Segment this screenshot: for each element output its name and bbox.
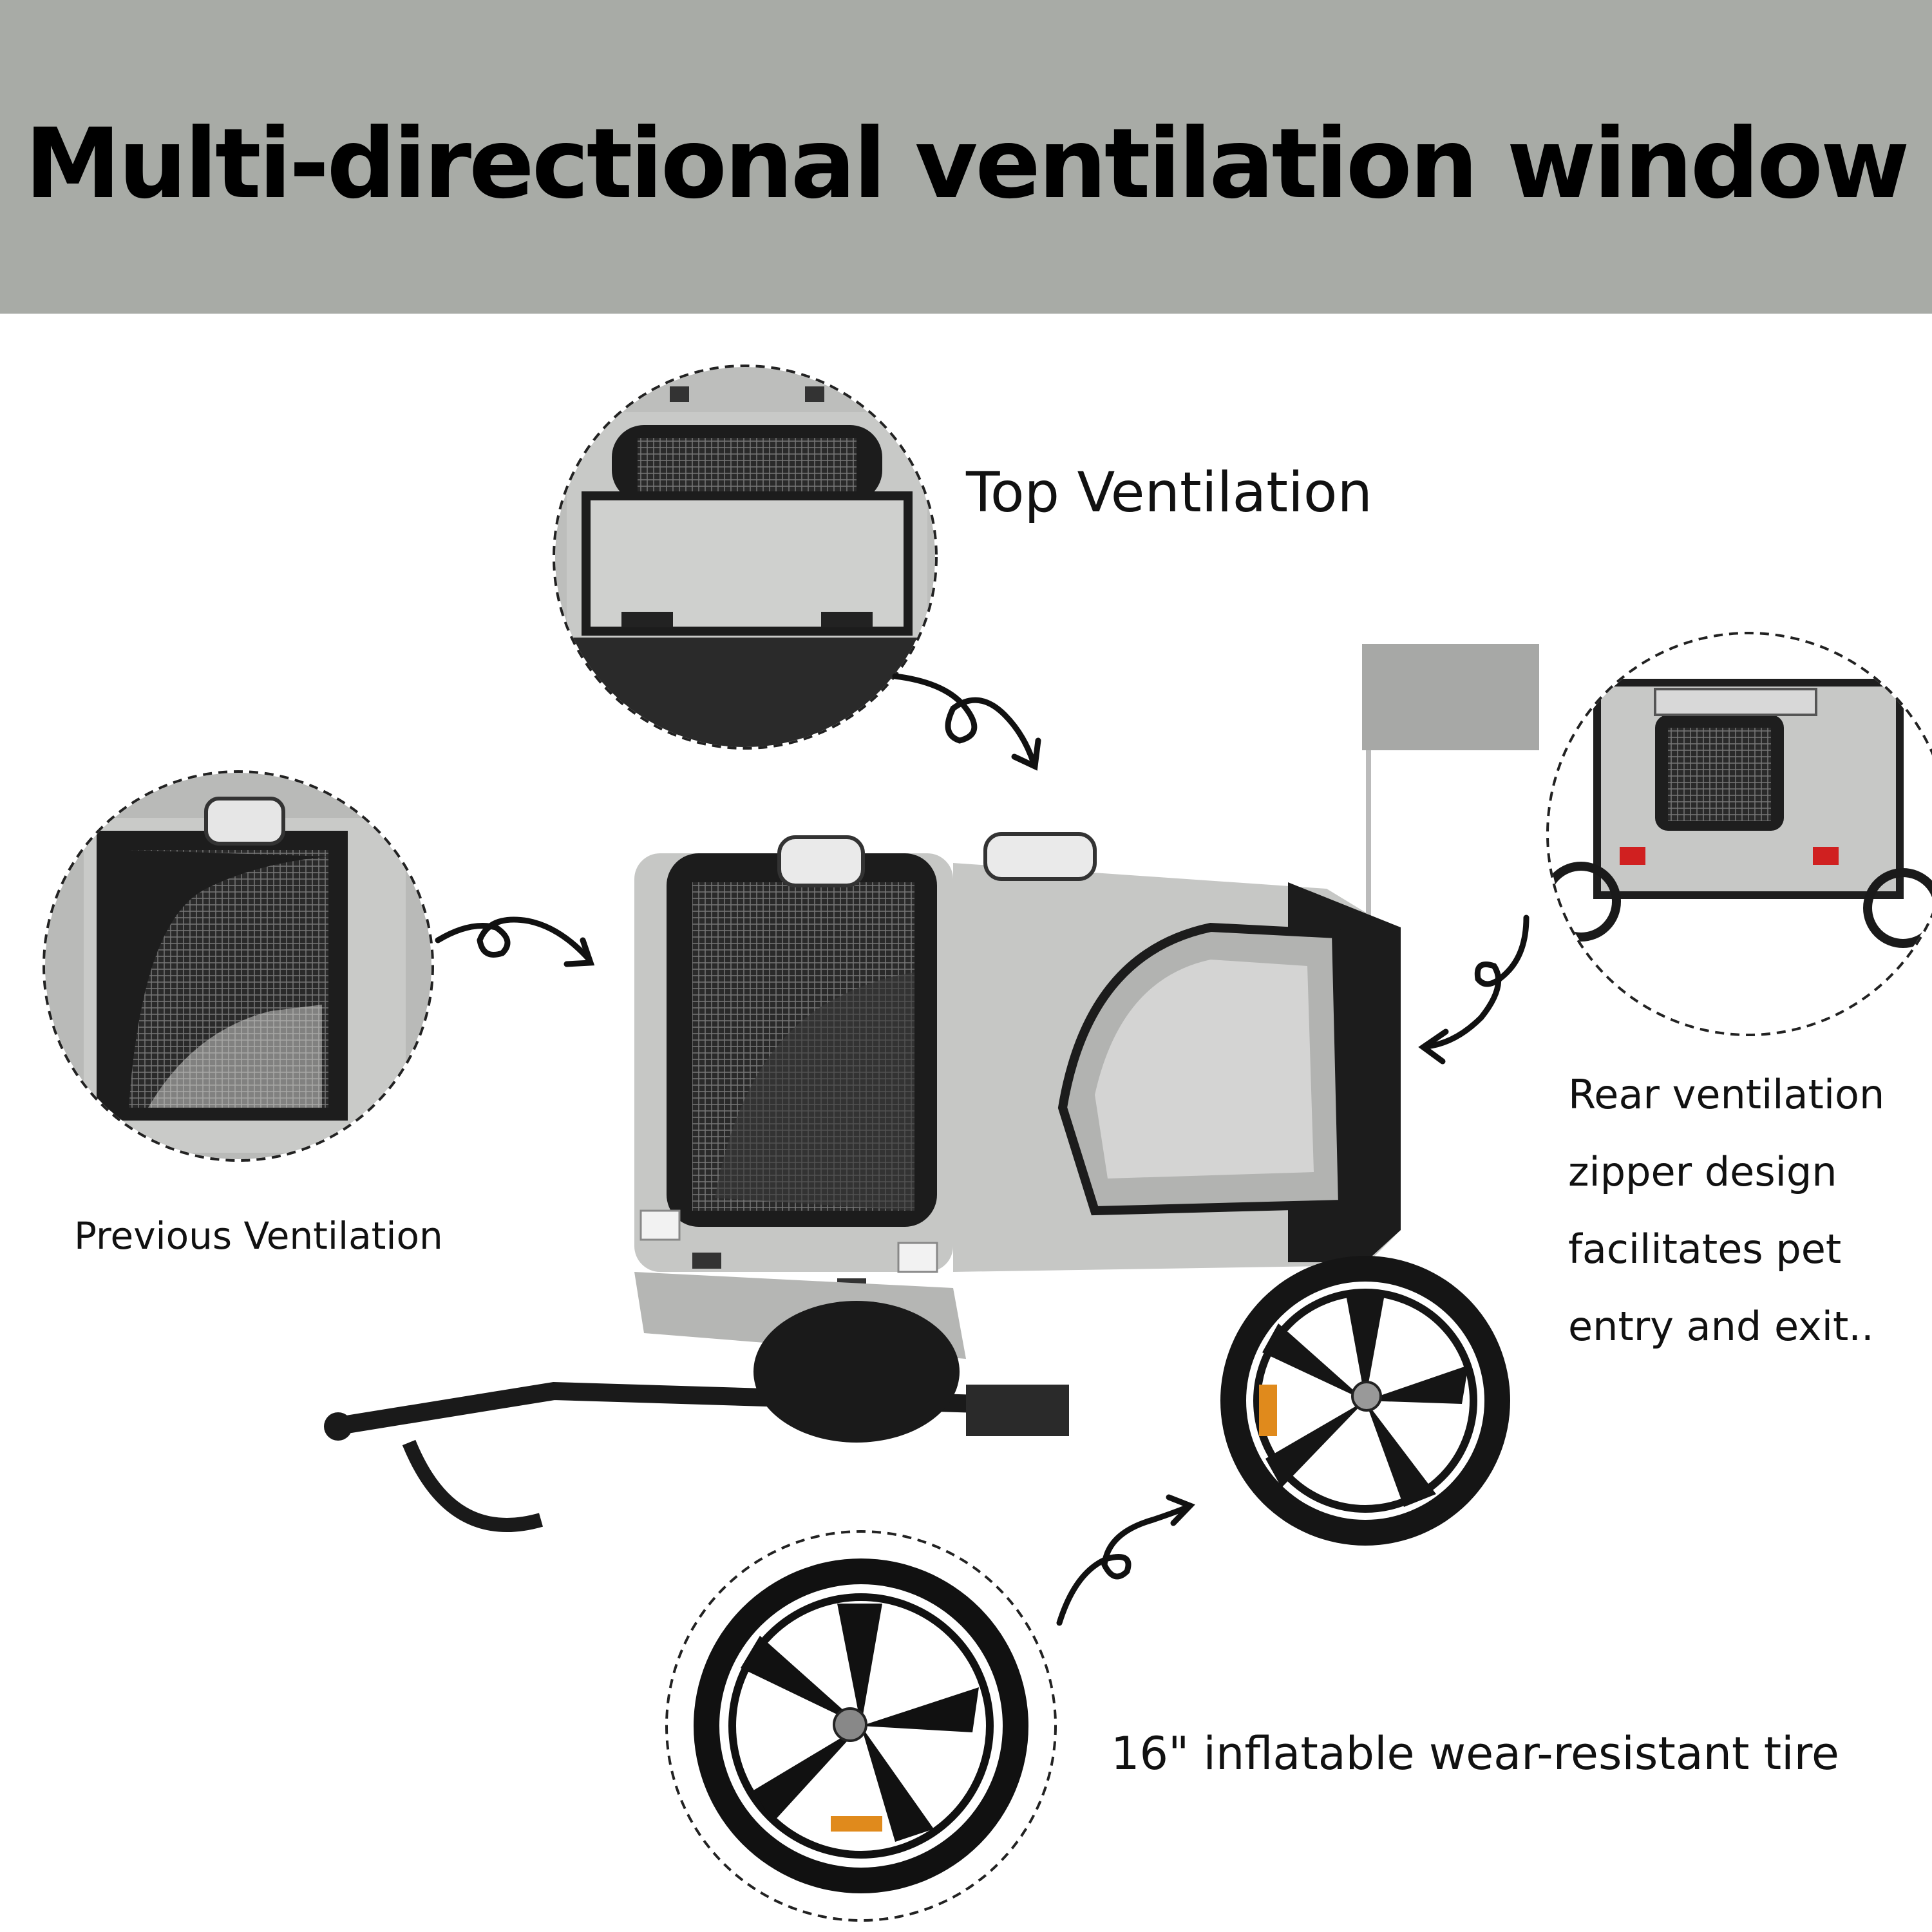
rear-label-line: entry and exit.. xyxy=(1568,1303,1874,1350)
top-ventilation-detail xyxy=(555,367,935,747)
rear-ventilation-detail xyxy=(1549,634,1932,1034)
arrow-icons xyxy=(435,673,1530,1626)
previous-detail-frame xyxy=(43,770,434,1162)
previous-ventilation-label: Previous Ventilation xyxy=(74,1214,443,1258)
rear-ventilation-label: Rear ventilation zipper design facilitat… xyxy=(1568,1056,1903,1365)
rear-label-line: facilitates pet xyxy=(1568,1226,1842,1273)
page-title: Multi-directional ventilation window xyxy=(24,108,1909,220)
rear-detail-frame xyxy=(1546,632,1932,1036)
previous-ventilation-detail xyxy=(45,773,431,1159)
top-arrow-icon xyxy=(892,673,1041,771)
previous-arrow-icon xyxy=(435,916,595,967)
rear-arrow-icon xyxy=(1418,914,1530,1065)
tire-label: 16" inflatable wear-resistant tire xyxy=(1111,1727,1839,1780)
rear-label-line: Rear ventilation xyxy=(1568,1071,1885,1118)
pet-trailer-main-image xyxy=(324,644,1539,1546)
rear-label-line: zipper design xyxy=(1568,1148,1837,1195)
tire-detail xyxy=(668,1533,1054,1919)
tire-detail-frame xyxy=(665,1530,1057,1922)
top-ventilation-label: Top Ventilation xyxy=(966,460,1372,525)
top-detail-frame xyxy=(553,365,938,750)
header-banner: Multi-directional ventilation window xyxy=(0,0,1932,314)
tire-arrow-icon xyxy=(1056,1494,1195,1626)
